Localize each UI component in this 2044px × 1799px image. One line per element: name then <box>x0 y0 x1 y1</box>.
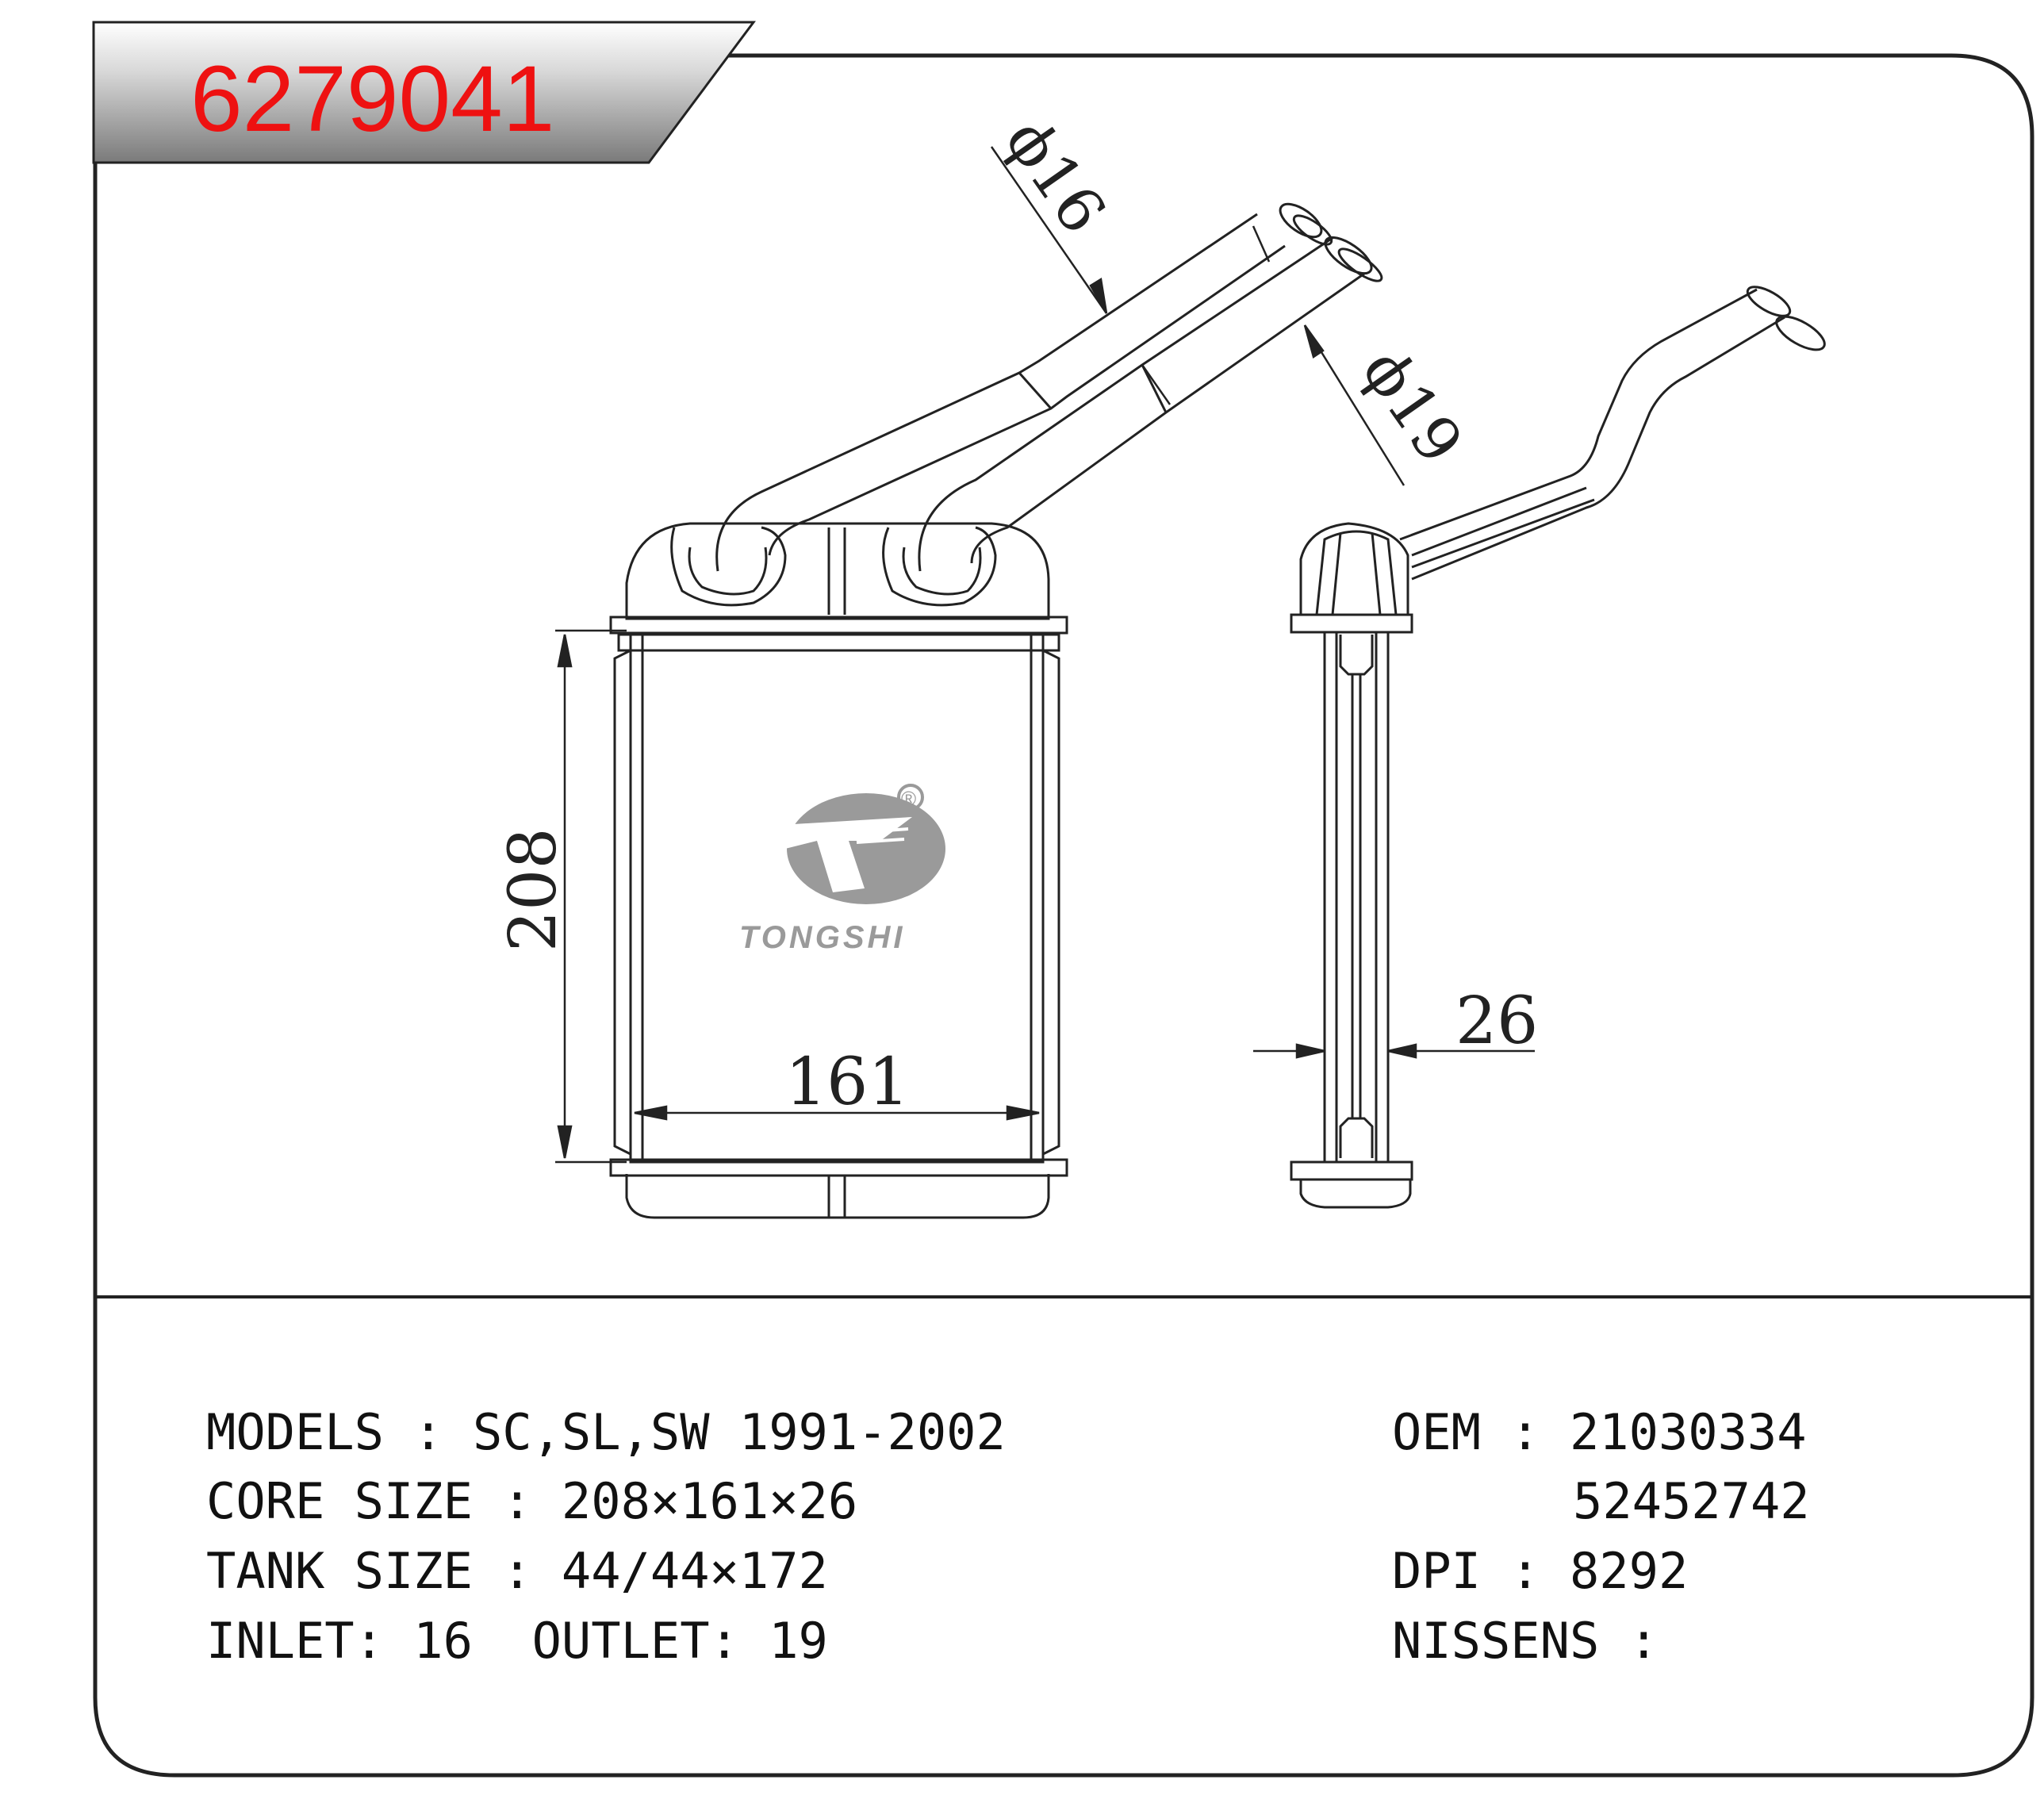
outlet-diameter-label: ϕ19 <box>1348 336 1475 476</box>
part-number-tab <box>92 21 756 164</box>
width-dimension <box>634 1105 1040 1121</box>
registered-mark: ® <box>901 787 916 811</box>
height-dimension <box>555 629 627 1164</box>
width-label: 161 <box>785 1045 910 1120</box>
spec-core-size: CORE SIZE : 208×161×26 <box>206 1472 858 1530</box>
registered-icon <box>897 784 924 811</box>
inlet-diameter-leader <box>990 146 1271 405</box>
part-number: 6279041 <box>190 47 554 152</box>
inlet-diameter-label: ϕ16 <box>991 106 1118 246</box>
sheet-border <box>93 53 2034 1778</box>
spec-models: MODELS : SC,SL,SW 1991-2002 <box>206 1403 1006 1461</box>
spec-tank-size: TANK SIZE : 44/44×172 <box>206 1542 828 1600</box>
spec-nissens: NISSENS : <box>1392 1612 1659 1670</box>
spec-dpi: DPI : 8292 <box>1392 1542 1689 1600</box>
spec-oem: OEM : 21030334 <box>1392 1403 1807 1461</box>
tongshi-logo: ® TONGSHI <box>739 784 945 955</box>
logo-text: TONGSHI <box>739 920 906 955</box>
front-view <box>609 202 1383 1219</box>
height-label: 208 <box>496 827 571 952</box>
outlet-diameter-leader <box>1303 324 1405 486</box>
spec-oem-2: 52452742 <box>1573 1472 1810 1530</box>
depth-label: 26 <box>1455 984 1538 1059</box>
depth-dimension <box>1253 1043 1535 1059</box>
spec-inlet-outlet: INLET: 16 OUTLET: 19 <box>206 1612 828 1670</box>
side-view <box>1290 286 1826 1209</box>
